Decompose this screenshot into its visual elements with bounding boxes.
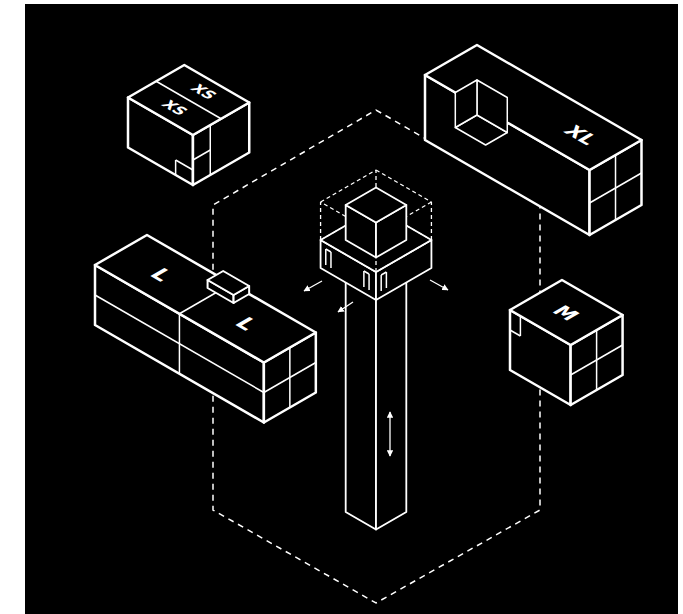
outline-stroke — [208, 271, 250, 295]
outline-stroke — [381, 272, 386, 275]
outline-stroke — [571, 345, 623, 375]
motion-arrow — [430, 280, 448, 290]
outline-stroke — [376, 268, 406, 530]
outline-stroke — [455, 80, 477, 128]
outline-stroke — [193, 150, 210, 160]
motion-arrow — [389, 412, 390, 456]
outline-stroke — [363, 271, 365, 287]
block-outline — [124, 61, 253, 189]
block-outline — [421, 41, 646, 239]
outline-stroke — [364, 271, 369, 274]
outline-stroke — [156, 81, 221, 119]
size-block: XL — [421, 41, 646, 239]
outline-stroke — [425, 45, 642, 170]
outline-stroke — [175, 160, 192, 170]
outline-stroke — [264, 363, 316, 393]
dark-panel — [25, 4, 678, 614]
outline-stroke — [510, 280, 623, 345]
outline-stroke — [386, 272, 388, 288]
outline-stroke — [95, 235, 316, 363]
outline-stroke — [431, 202, 432, 240]
size-block: M — [506, 276, 627, 409]
outline-stroke — [510, 330, 520, 336]
lift-tower — [321, 170, 432, 530]
outline-stroke — [128, 65, 249, 135]
motion-arrow — [338, 302, 353, 312]
outline-stroke — [590, 173, 642, 203]
outline-stroke — [346, 268, 376, 530]
outline-stroke — [520, 316, 522, 336]
outline-stroke — [326, 249, 331, 252]
outline-stroke — [380, 275, 382, 291]
outline-stroke — [95, 295, 264, 393]
outline-stroke — [330, 252, 332, 268]
block-outline — [506, 276, 627, 409]
size-block: XSXS — [124, 61, 253, 189]
size-block: LL — [91, 231, 320, 427]
outline-stroke — [175, 160, 177, 175]
outline-stroke — [477, 80, 507, 133]
motion-arrow — [304, 281, 322, 291]
outline-stroke — [368, 274, 370, 290]
outline-stroke — [320, 202, 321, 240]
outline-stroke — [325, 249, 327, 265]
outline-stroke — [346, 188, 407, 223]
block-outline — [91, 231, 320, 427]
